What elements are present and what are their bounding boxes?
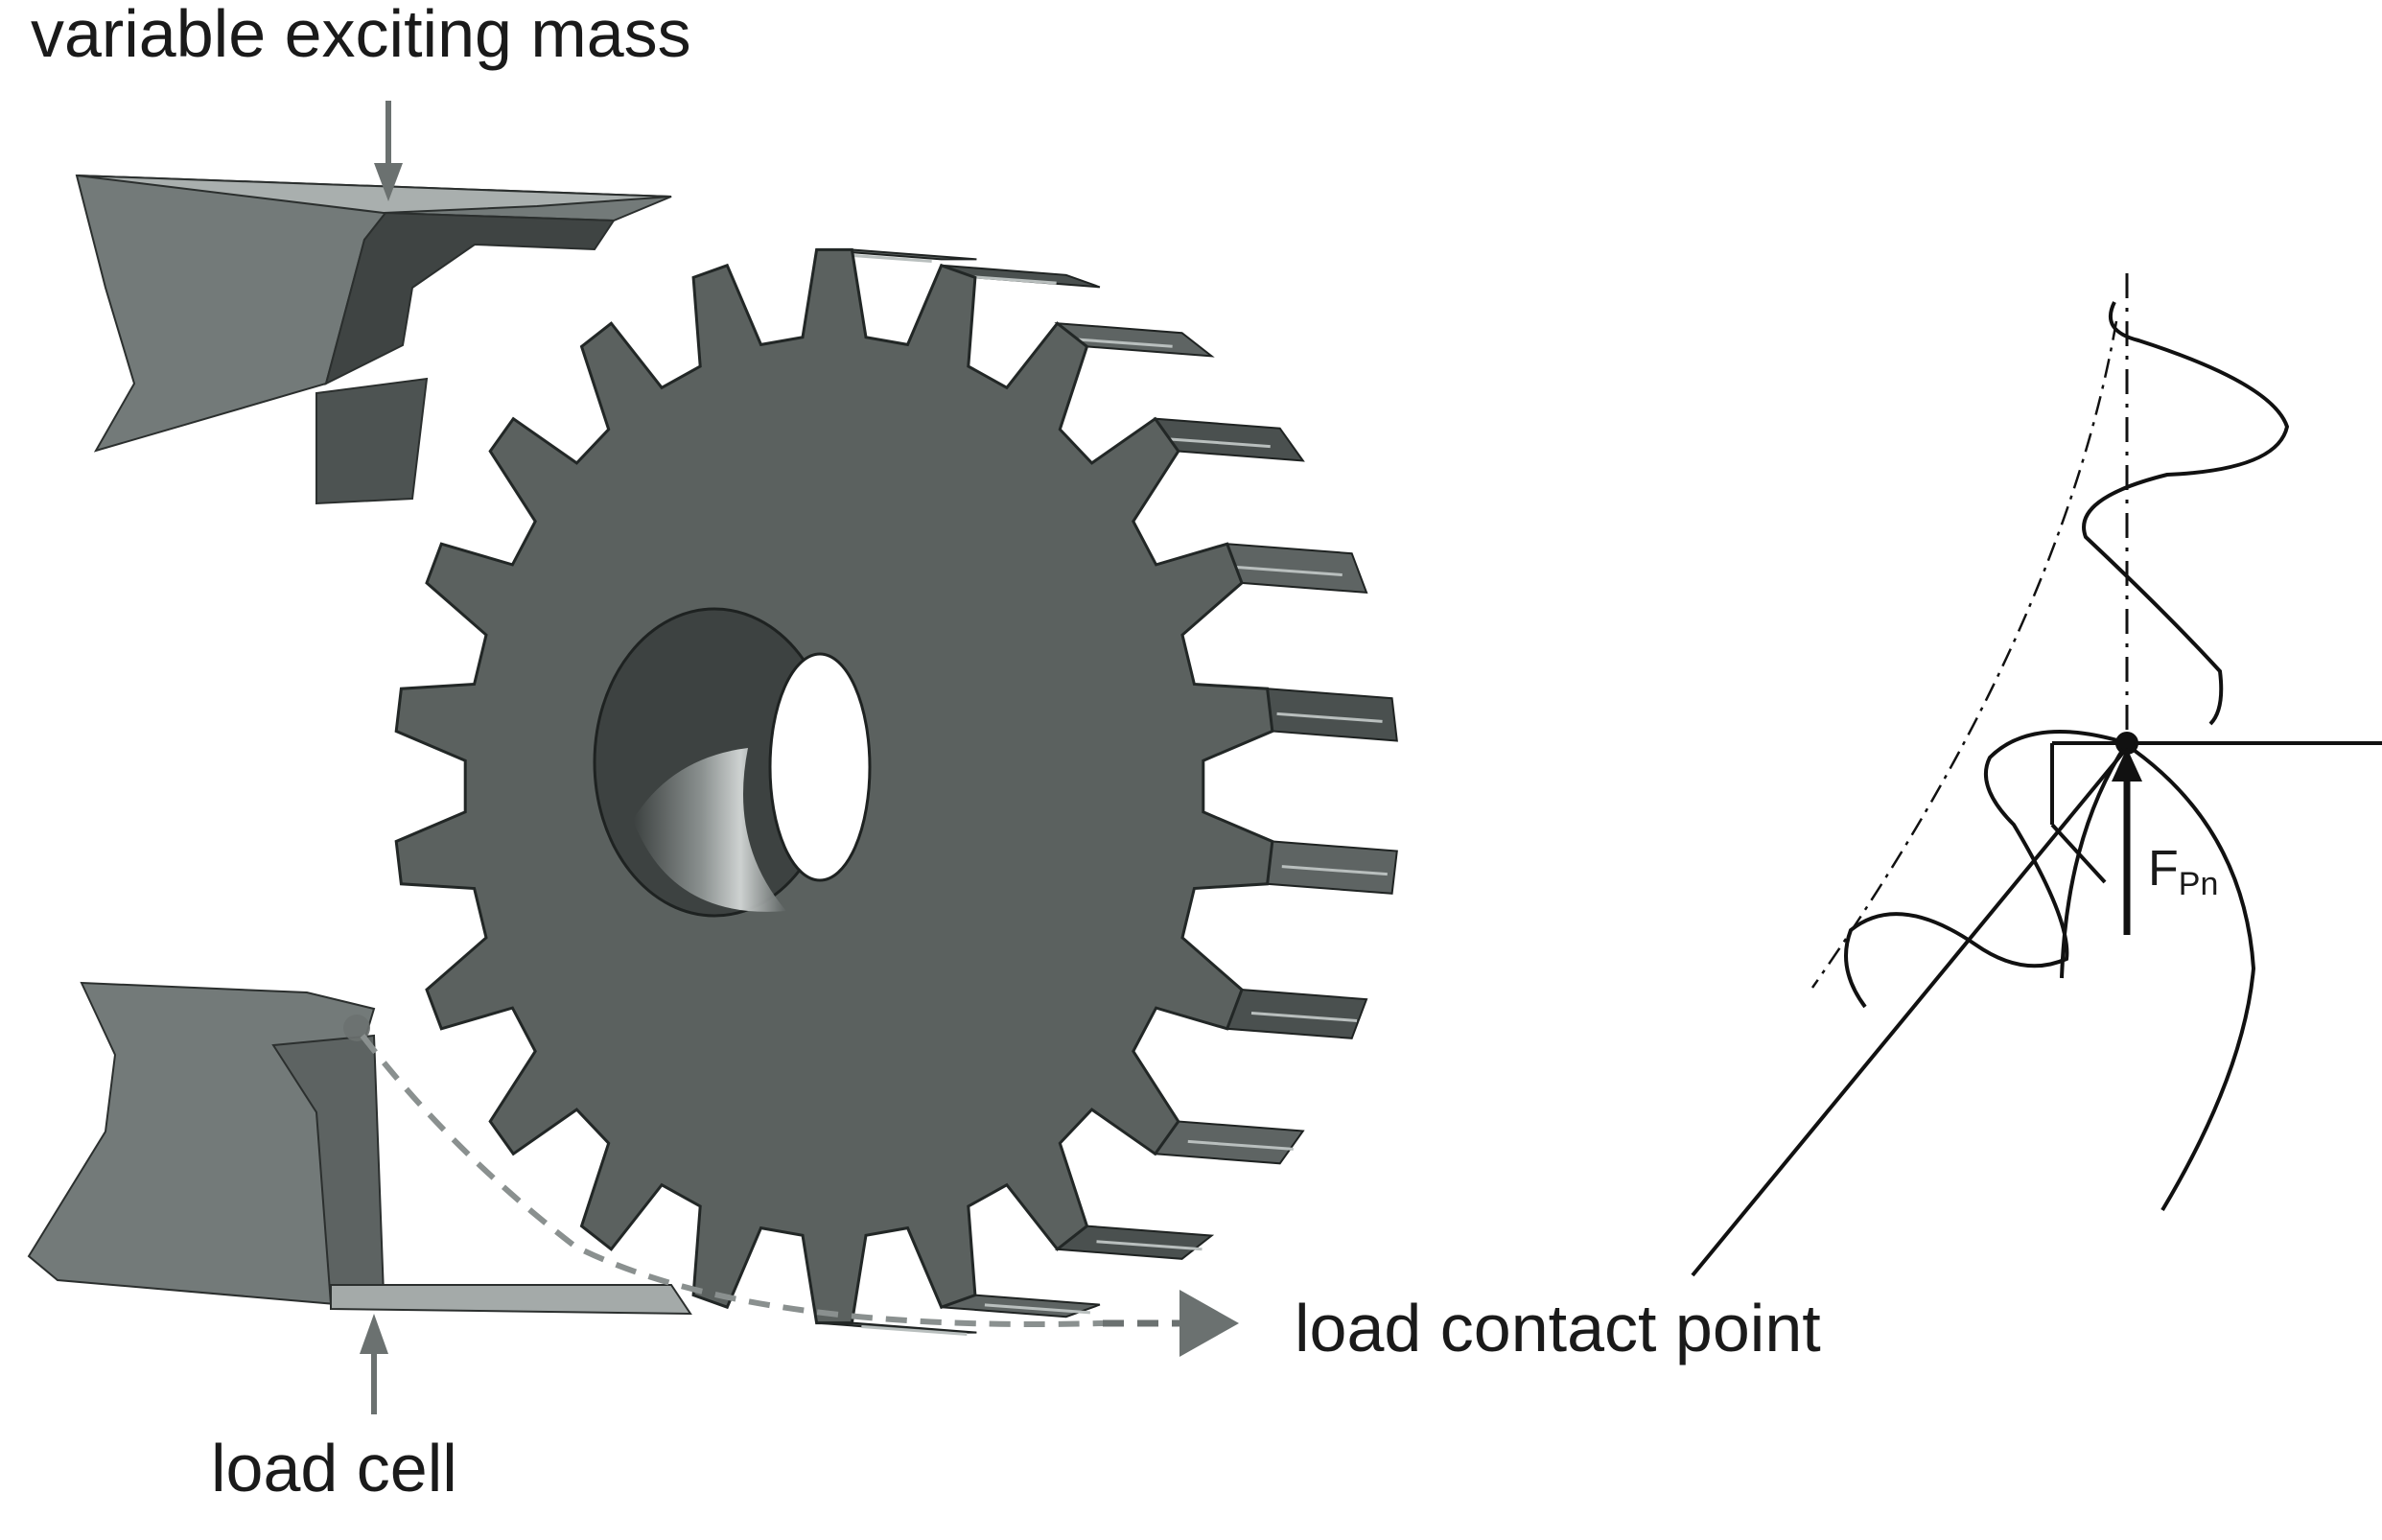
contact-point-label: load contact point — [1295, 1291, 1821, 1365]
gear-tooth-highlight — [1236, 566, 1343, 577]
mass-arrow — [374, 101, 403, 201]
arrow-up-icon — [360, 1314, 388, 1354]
force-subscript: Pn — [2178, 866, 2219, 902]
gear-tooth-highlight — [1187, 1139, 1294, 1151]
force-label: FPn — [2148, 844, 2218, 900]
arrow-up-icon — [2112, 748, 2142, 782]
cell-arrow — [360, 1314, 388, 1414]
gear-side-tooth — [1226, 989, 1368, 1039]
gear-tooth-highlight — [1281, 865, 1388, 876]
gear-side-teeth — [816, 248, 1398, 1337]
gear-tooth-highlight — [984, 1303, 1090, 1315]
gear-tooth-highlight — [1276, 712, 1383, 723]
gear-side-tooth — [1153, 1120, 1305, 1165]
gear-tooth-highlight — [1066, 337, 1173, 348]
exciting-mass-block — [75, 174, 672, 505]
tooth-contact-schematic — [1691, 273, 2382, 1277]
load-cell-label: load cell — [211, 1431, 457, 1505]
gear-tooth-highlight — [1096, 1240, 1203, 1251]
arrow-down-icon — [374, 163, 403, 201]
load-cell-block — [27, 981, 692, 1316]
arrow-right-icon — [1179, 1290, 1239, 1357]
gear-tooth-highlight — [1250, 1011, 1358, 1022]
exciting-mass-label: variable exciting mass — [31, 0, 691, 71]
contact-path — [343, 1015, 1239, 1357]
gear-tooth-highlight — [1164, 437, 1271, 449]
gear-bore — [593, 607, 872, 918]
force-symbol: F — [2148, 841, 2179, 897]
gear-tooth-highlight — [861, 1325, 968, 1337]
